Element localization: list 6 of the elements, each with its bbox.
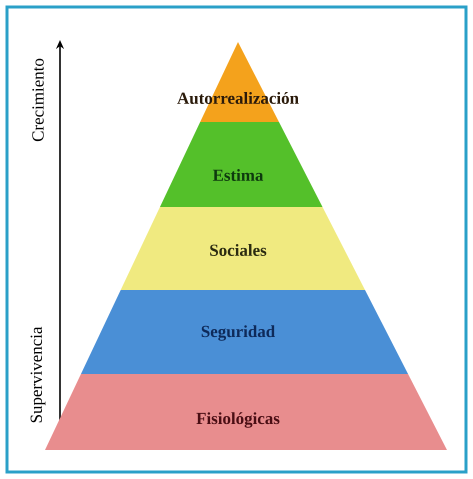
pyramid-level: Seguridad [80, 290, 408, 374]
axis-label: Crecimiento [32, 58, 44, 142]
pyramid-level: Fisiológicas [45, 374, 447, 450]
axis-label: Supervivencia [30, 326, 46, 422]
pyramid-level: Estima [160, 122, 323, 207]
pyramid-level: Sociales [120, 207, 366, 290]
